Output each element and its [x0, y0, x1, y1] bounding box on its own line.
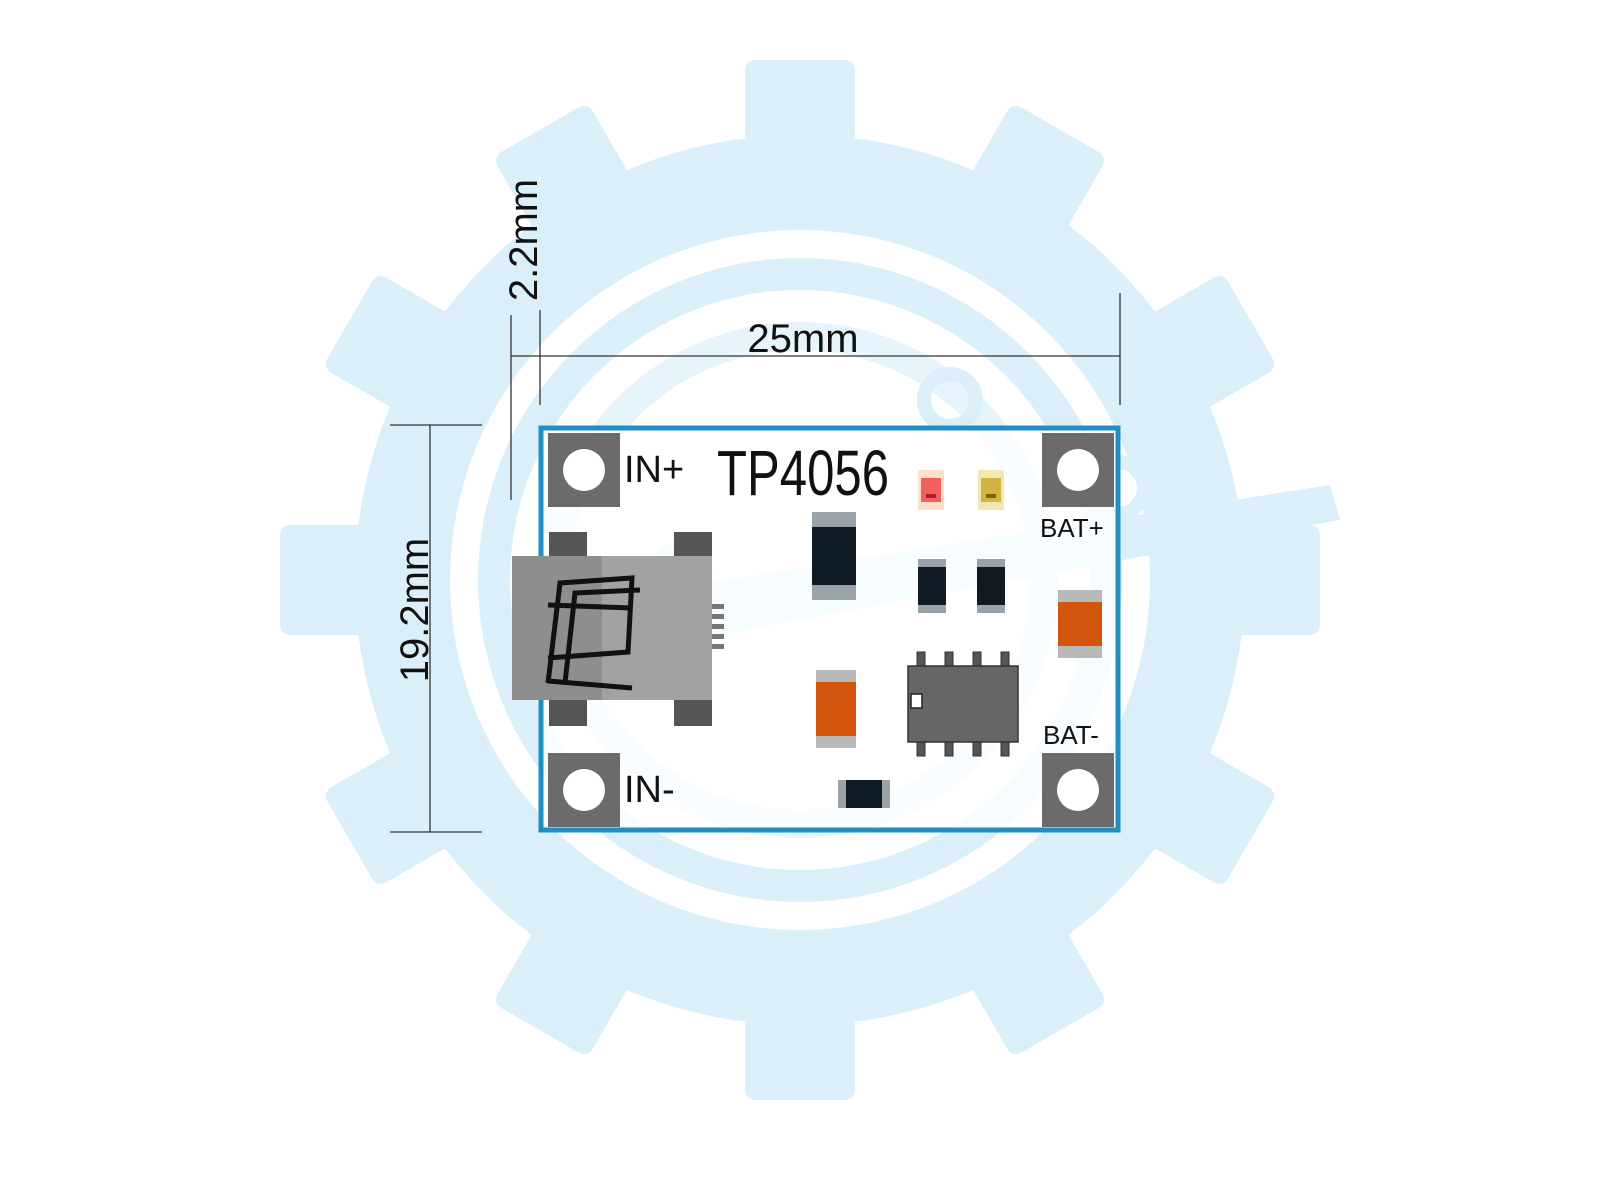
smd-resistor-right — [977, 559, 1005, 613]
in-minus-label: IN- — [624, 769, 675, 811]
smd-resistor-left — [918, 559, 946, 613]
chip-name-label: TP4056 — [717, 437, 889, 509]
in-plus-label: IN+ — [624, 449, 684, 491]
capacitor-right — [1058, 590, 1102, 658]
mini-usb-connector — [512, 532, 724, 726]
led-yellow — [978, 470, 1004, 510]
bat-minus-label: BAT- — [1043, 720, 1099, 750]
capacitor-left — [816, 670, 856, 748]
dimension-lines — [390, 293, 1121, 833]
smd-resistor-bottom — [838, 780, 890, 808]
bat-plus-label: BAT+ — [1040, 513, 1104, 543]
offset-dimension-label: 2.2mm — [502, 179, 546, 301]
pad-bat-plus — [1042, 433, 1114, 507]
pad-in-plus — [548, 433, 620, 507]
led-red — [918, 470, 944, 510]
width-dimension-label: 25mm — [747, 317, 858, 361]
pad-bat-minus — [1042, 753, 1114, 827]
height-dimension-label: 19.2mm — [393, 538, 437, 683]
smd-diode-large — [812, 512, 856, 600]
pad-in-minus — [548, 753, 620, 827]
tp4056-ic-chip — [907, 651, 1019, 757]
